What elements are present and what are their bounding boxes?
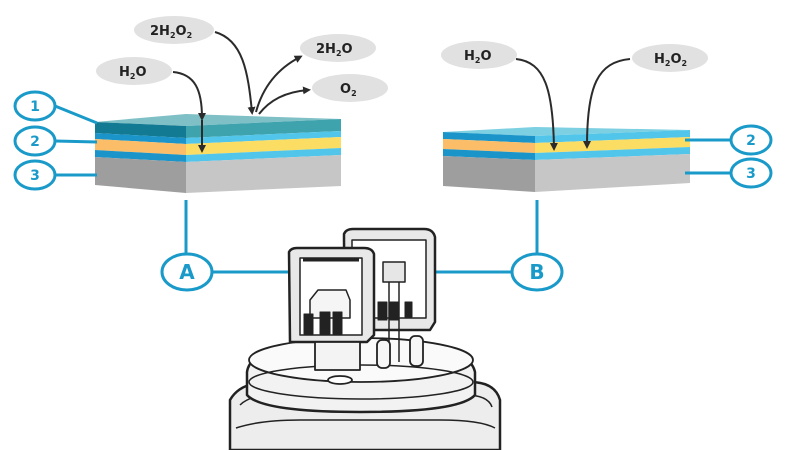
bubble-2h2o2: 2H2O2 — [134, 16, 214, 44]
sensor-b-substrate-side — [535, 154, 690, 192]
sensor-a-blue-layer-2-front — [95, 150, 186, 162]
callout-layer-2-a: 2 — [13, 125, 98, 157]
arrow-o2-out — [258, 86, 311, 115]
arrow-h2o-in — [172, 71, 206, 121]
bubble-h2o2-b: H2O2 — [632, 44, 708, 72]
bubble-h2o-b: H2O — [441, 41, 517, 69]
sensor-b-layer-stack — [443, 127, 690, 192]
sensor-b-pad-1 — [377, 301, 388, 321]
svg-text:3: 3 — [746, 166, 756, 182]
callout-layer-3-b: 3 — [685, 157, 773, 189]
sensor-a-pad-2 — [319, 311, 331, 335]
sensor-b-yellow-layer-side — [535, 137, 690, 153]
arrow-2h2o-out — [255, 55, 303, 113]
bubble-2h2o: 2H2O — [300, 34, 376, 62]
device-cap-ring — [248, 364, 474, 400]
svg-text:H2O: H2O — [464, 49, 492, 65]
sensor-a-layer-stack — [95, 114, 341, 193]
sensor-a-blue-layer-2-side — [186, 148, 341, 162]
sensor-b-top-face — [443, 127, 690, 136]
svg-text:2H2O2: 2H2O2 — [150, 24, 192, 40]
svg-text:A: A — [179, 260, 195, 284]
sensor-a-blue-layer-front — [95, 133, 186, 144]
sensor-a-base-block — [314, 341, 361, 371]
callout-layer-3-a: 3 — [13, 159, 97, 191]
sensor-a-blue-layer-side — [186, 131, 341, 144]
sensor-b-pad-3 — [404, 301, 413, 318]
callout-layer-2-b: 2 — [685, 124, 773, 156]
arrow-2h2o2-in — [214, 31, 256, 115]
sensor-b-pad-2 — [389, 301, 400, 321]
svg-text:2: 2 — [746, 133, 756, 149]
bubble-h2o-a: H2O — [96, 57, 172, 85]
svg-text:O2: O2 — [340, 82, 357, 98]
sensor-a-layer-1-side — [186, 119, 341, 138]
sensor-b-yellow-layer-front — [443, 139, 535, 153]
callout-sensor-a: A — [160, 200, 305, 292]
sensor-a-substrate-front — [95, 157, 186, 193]
svg-text:B: B — [529, 260, 544, 284]
sensor-b-chip — [382, 261, 406, 283]
sensor-b-substrate-front — [443, 156, 535, 192]
sensor-a-yellow-layer-side — [186, 137, 341, 155]
svg-text:3: 3 — [30, 168, 40, 184]
sensor-b-arrows — [515, 58, 631, 151]
svg-text:2H2O: 2H2O — [316, 42, 353, 58]
sensor-device — [228, 227, 502, 450]
sensor-a-yellow-layer-front — [95, 139, 186, 155]
arrow-h2o2-in-b — [583, 58, 631, 149]
sensor-a-layer-1-front — [95, 122, 186, 138]
callout-layer-1-a: 1 — [13, 90, 98, 125]
svg-text:1: 1 — [30, 99, 40, 115]
callout-sensor-b: B — [420, 200, 564, 292]
svg-text:2: 2 — [30, 134, 40, 150]
sensor-a-arrows — [172, 31, 311, 153]
arrow-h2o-in-b — [515, 58, 558, 151]
sensor-b-blue-layer-side — [535, 130, 690, 143]
sensor-b-blue-layer-2-front — [443, 149, 535, 160]
device-cap-top — [248, 337, 474, 383]
sensor-a-substrate-side — [186, 155, 341, 193]
sensor-b-blue-layer-2-side — [535, 147, 690, 160]
sensor-b-blue-layer-front — [443, 132, 535, 143]
sensor-a-pad-1 — [303, 313, 314, 335]
sensor-a-pad-3 — [332, 311, 343, 335]
device-o-ring — [327, 375, 353, 385]
pin-1 — [376, 339, 391, 369]
svg-text:H2O2: H2O2 — [654, 52, 687, 68]
bubble-o2: O2 — [312, 74, 388, 102]
sensor-a-top-face — [95, 114, 341, 126]
svg-text:H2O: H2O — [119, 65, 147, 81]
pin-2 — [409, 335, 424, 367]
device-body-groove-2 — [235, 419, 496, 429]
